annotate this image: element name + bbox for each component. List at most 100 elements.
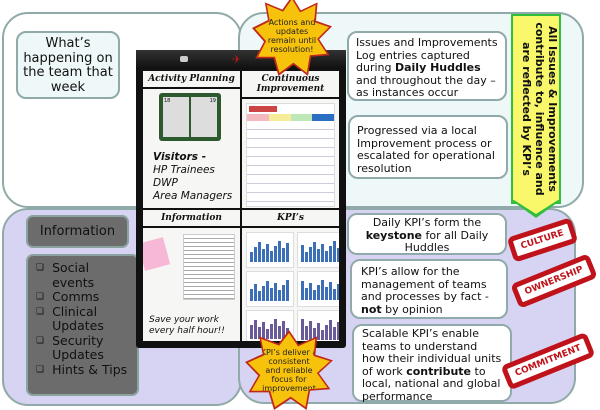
visitor: DWP: [153, 177, 178, 189]
log-row: [247, 121, 334, 130]
visitor: HP Trainees: [153, 164, 215, 176]
kpi-chart-thumbnail: [297, 231, 339, 268]
note-text: What’s happening on the team that week: [23, 36, 113, 95]
cell-heading: Activity Planning: [143, 71, 240, 89]
info-list-item: ❏ Social events: [36, 260, 133, 290]
stamp-text: CULTURE: [519, 228, 566, 252]
kpi-bar: [313, 289, 316, 300]
kpi-bar: [305, 325, 308, 340]
kpi-chart-thumbnail: [246, 309, 294, 341]
kpi-bar: [270, 323, 273, 339]
kpi-bar: [278, 240, 281, 262]
kpi-bar: [329, 245, 332, 262]
kpi-bar: [313, 327, 316, 340]
cell-kpis: KPI’s: [241, 208, 340, 342]
kpi-bar: [270, 287, 273, 301]
cell-heading: Continuous Improvement: [242, 71, 339, 99]
visitor: Area Managers: [153, 190, 233, 202]
kpi-chart-thumbnail: [297, 270, 339, 307]
log-row: [247, 139, 334, 148]
info-list-item: ❏ Clinical Updates: [36, 303, 133, 334]
kpi-bar: [317, 284, 320, 300]
kpi-bar: [305, 287, 308, 300]
log-row: [247, 148, 334, 157]
text-bold: contribute: [406, 364, 472, 378]
cell-activity-planning: Activity Planning 18 19 Visitors - HP Tr…: [142, 70, 241, 209]
kpi-bar: [321, 243, 324, 262]
log-row: [247, 166, 334, 175]
kpi-bar: [278, 325, 281, 339]
kpi-bar: [325, 324, 328, 340]
kpi-bar: [309, 246, 312, 262]
calendar-icon: 18 19: [159, 93, 221, 141]
kpi-bar: [301, 280, 304, 300]
kpi-bar: [333, 288, 336, 300]
huddle-board: ✈ Activity Planning 18 19 Visitors - HP …: [136, 50, 346, 348]
checkbox-icon: ❏: [36, 292, 45, 302]
information-title: Information: [26, 215, 129, 248]
checkbox-icon: ❏: [36, 263, 45, 273]
kpi-bar: [337, 321, 339, 340]
item-label: Security Updates: [52, 332, 104, 362]
text-bold: Daily Huddles: [394, 61, 481, 74]
kpi-bar: [262, 285, 265, 301]
checkbox-icon: ❏: [36, 364, 45, 375]
improvement-log-sheet: [246, 103, 335, 207]
kpi-bar: [301, 244, 304, 262]
kpi-bar: [250, 251, 253, 262]
kpi-bar: [254, 246, 257, 262]
log-row: [247, 175, 334, 184]
kpi-bar: [305, 251, 308, 262]
visitors-title: Visitors -: [153, 151, 207, 163]
item-label: Hints & Tips: [52, 361, 128, 377]
kpi-bar: [254, 283, 257, 301]
issues-log-note: Issues and Improvements Log entries capt…: [347, 31, 507, 101]
kpi-bar: [301, 318, 304, 340]
star-text: Actions and updates remain until resolut…: [267, 18, 317, 54]
kpi-bar: [286, 279, 289, 301]
kpi-bar: [262, 321, 265, 339]
kpi-bar: [309, 320, 312, 340]
kpi-bar: [325, 286, 328, 300]
checkbox-icon: ❏: [36, 306, 45, 317]
kpi-banner: [511, 14, 561, 204]
text: Progressed via a local Improvement proce…: [357, 124, 495, 175]
item-label: Social events: [52, 260, 95, 290]
kpi-bar: [270, 250, 273, 262]
cupcake-postcard: [143, 236, 171, 271]
kpi-bar: [258, 241, 261, 262]
banner-text: All Issues & Improvements contribute to,…: [520, 22, 559, 196]
log-row: [247, 130, 334, 139]
kpi-bar: [274, 318, 277, 339]
kpi-bar: [274, 282, 277, 301]
star-text: KPI’s deliver a consistent and reliable …: [260, 347, 318, 393]
text: by opinion: [381, 302, 443, 316]
log-row: [247, 184, 334, 193]
text-bold: not: [361, 302, 382, 316]
text: for all Daily Huddles: [404, 228, 489, 254]
title-text: Information: [39, 224, 116, 239]
cell-heading: KPI’s: [242, 210, 339, 228]
kpi-bar: [337, 247, 339, 262]
cell-information: Information Save your work every half ho…: [142, 208, 241, 342]
text: Issues and Improvements Log entries capt…: [356, 36, 498, 74]
checkbox-icon: ❏: [36, 335, 45, 346]
kpi-bar: [286, 242, 289, 262]
text: Daily KPI’s form the: [372, 216, 482, 229]
kpi-bar: [333, 326, 336, 340]
text-bold: keystone: [365, 228, 422, 242]
info-list-item: ❏ Hints & Tips: [36, 361, 133, 378]
log-row: [247, 202, 334, 208]
kpi-bar: [325, 250, 328, 262]
information-list: ❏Social events❏Comms❏Clinical Updates❏Se…: [26, 254, 139, 396]
kpi-bar: [254, 319, 257, 339]
kpi-bar: [309, 282, 312, 300]
kpi-bar: [282, 247, 285, 262]
visitors-note: Visitors - HP Trainees DWP Area Managers: [153, 151, 240, 203]
newsletter-page: [183, 233, 235, 300]
calendar-day: 18: [163, 97, 189, 137]
kpi-bar: [337, 283, 339, 300]
item-label: Clinical Updates: [52, 303, 104, 333]
cell-heading: Information: [143, 210, 240, 228]
whats-happening-note: What’s happening on the team that week: [16, 31, 120, 99]
